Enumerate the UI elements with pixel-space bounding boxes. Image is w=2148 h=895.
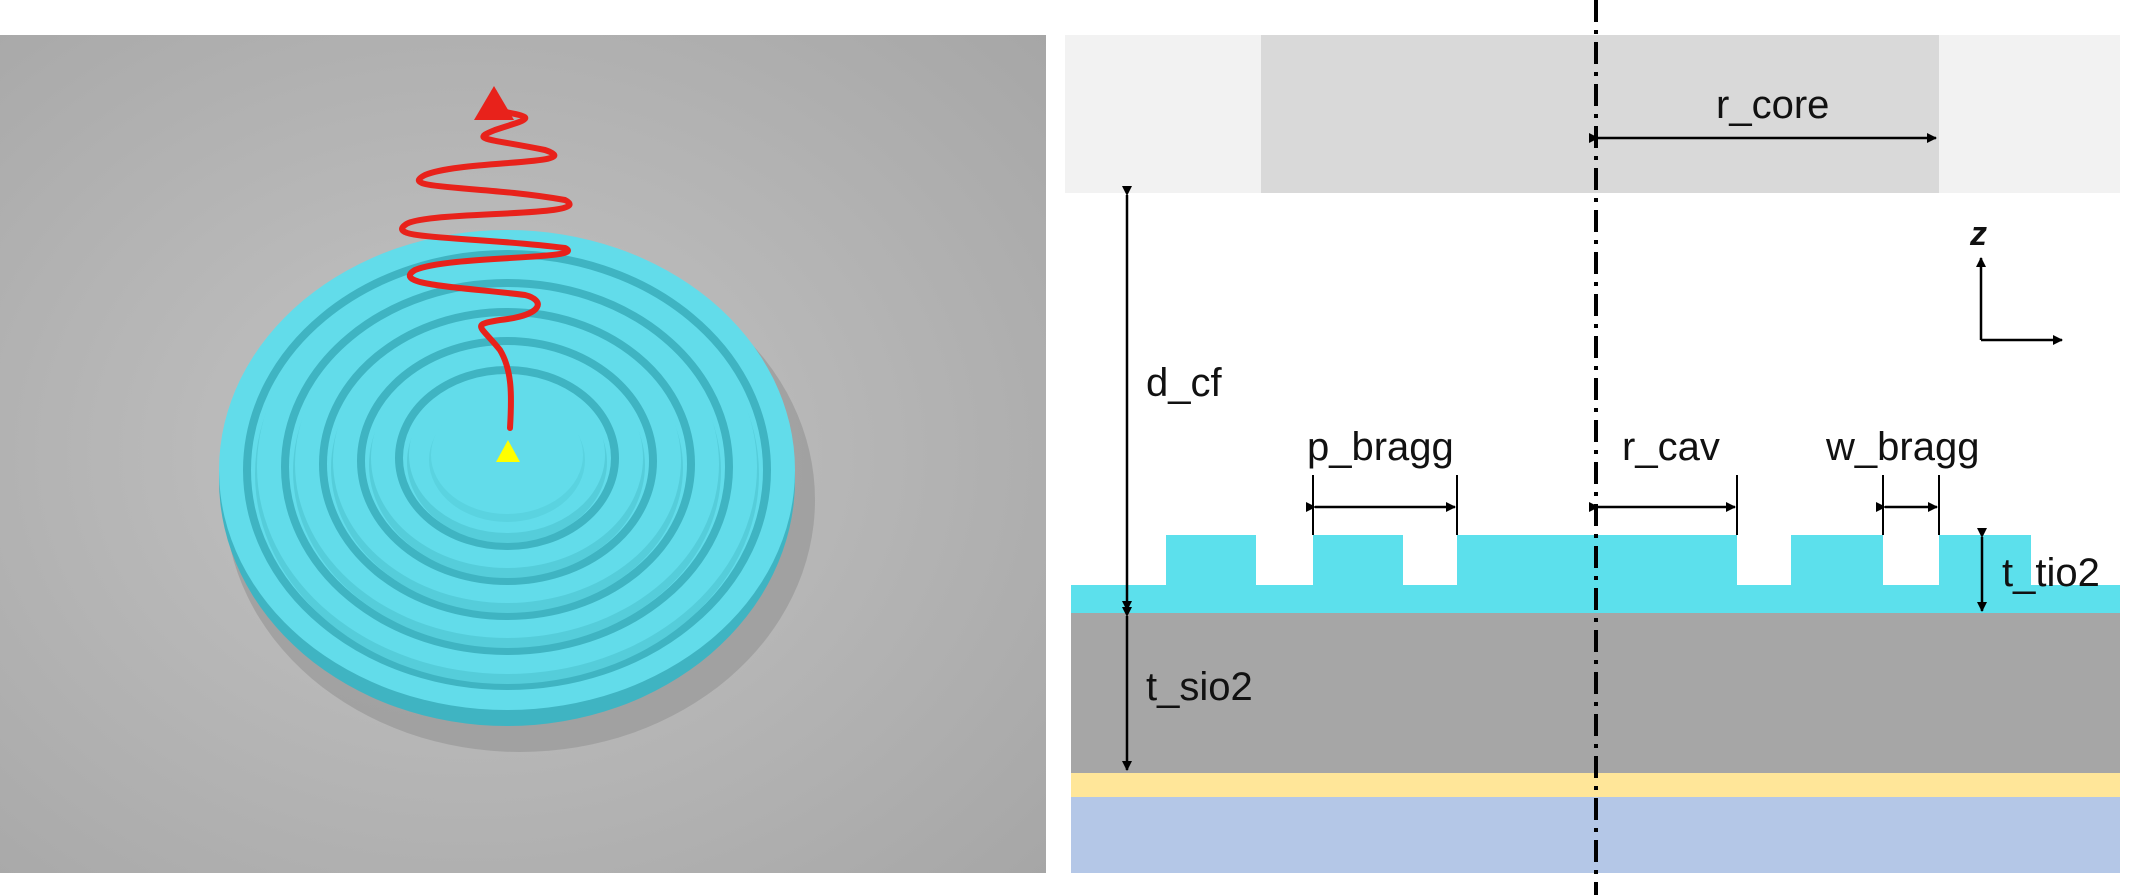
source-marker-icon: [496, 440, 520, 462]
p-bragg-label: p_bragg: [1307, 425, 1454, 469]
fiber-cladding-left: [1065, 35, 1261, 193]
fiber-core: [1261, 35, 1939, 193]
w-bragg-label: w_bragg: [1825, 425, 1979, 469]
t-sio2-label: t_sio2: [1146, 665, 1253, 709]
coordinate-axes-icon: z: [1969, 215, 2063, 345]
t-tio2-label: t_tio2: [2002, 551, 2100, 595]
emission-arrow-head: [474, 86, 514, 120]
emission-wave: [399, 89, 573, 431]
bullseye-grating: [219, 230, 795, 726]
d-cf-label: d_cf: [1146, 361, 1222, 405]
fiber-cladding-right: [1939, 35, 2120, 193]
r-cav-label: r_cav: [1622, 425, 1720, 469]
render-panel: [0, 35, 1046, 873]
r-core-label: r_core: [1716, 83, 1829, 127]
z-axis-label: z: [1969, 215, 1987, 253]
cross-section-panel: r_core d_cf t_sio2 p_bragg r_cav w_bragg…: [1065, 0, 2120, 895]
